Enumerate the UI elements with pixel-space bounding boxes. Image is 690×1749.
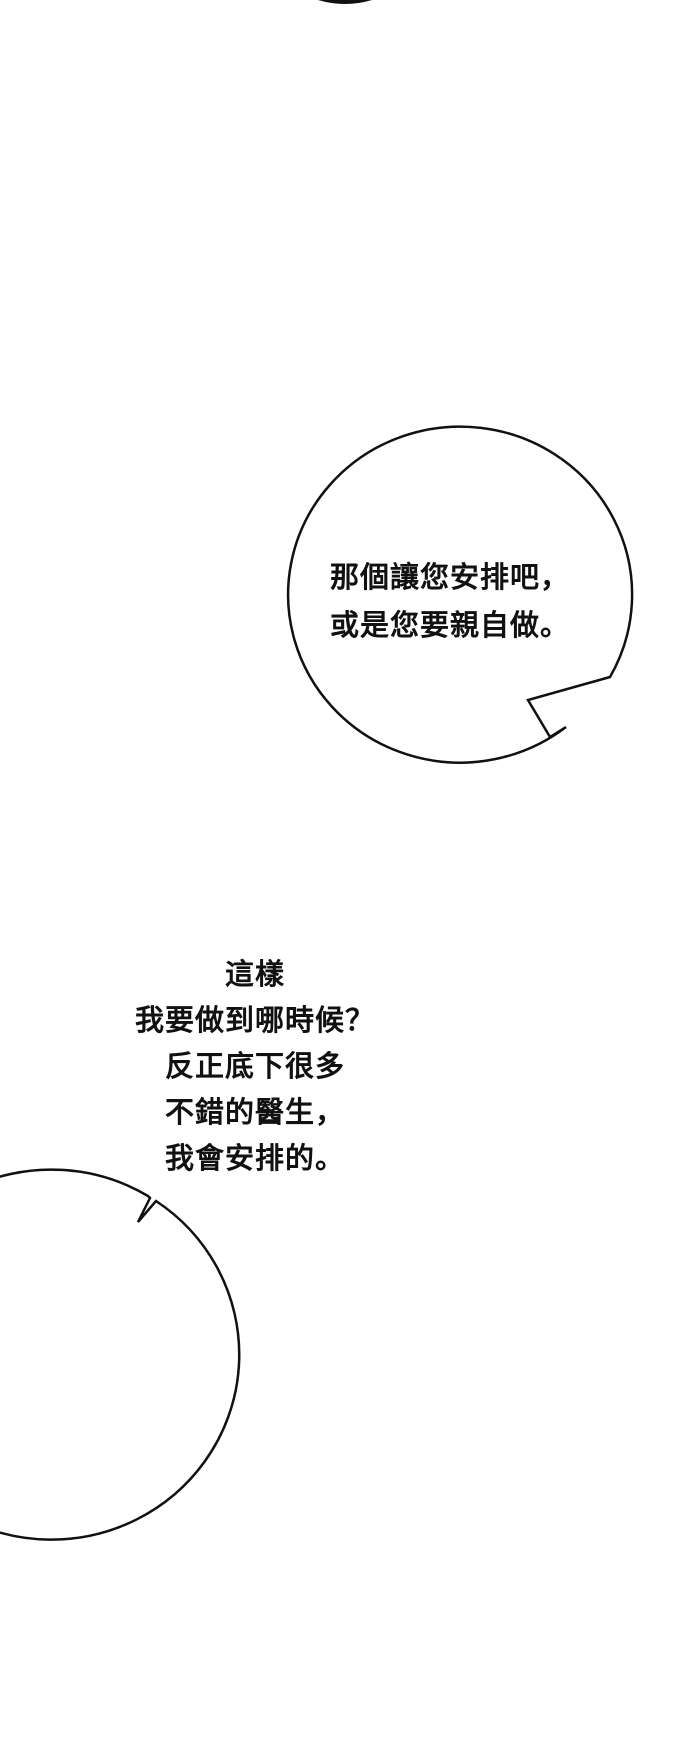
dialogue-line: 反正底下很多 — [164, 1049, 345, 1083]
dialogue-line: 那個讓您安排吧， — [329, 560, 570, 594]
speech-bubble-2-text: 這樣 我要做到哪時候？ 反正底下很多 不錯的醫生， 我會安排的。 — [90, 951, 420, 1181]
top-edge-shape — [318, 0, 372, 4]
dialogue-line: 我要做到哪時候？ — [134, 1003, 375, 1037]
speech-bubble-1-text: 那個讓您安排吧， 或是您要親自做。 — [280, 553, 620, 649]
dialogue-line: 不錯的醫生， — [164, 1095, 345, 1129]
dialogue-line: 我會安排的。 — [164, 1141, 345, 1175]
dialogue-line: 這樣 — [224, 957, 285, 991]
dialogue-line: 或是您要親自做。 — [329, 608, 570, 642]
speech-bubble-2 — [0, 1168, 241, 1541]
speech-bubble-1 — [286, 425, 634, 764]
